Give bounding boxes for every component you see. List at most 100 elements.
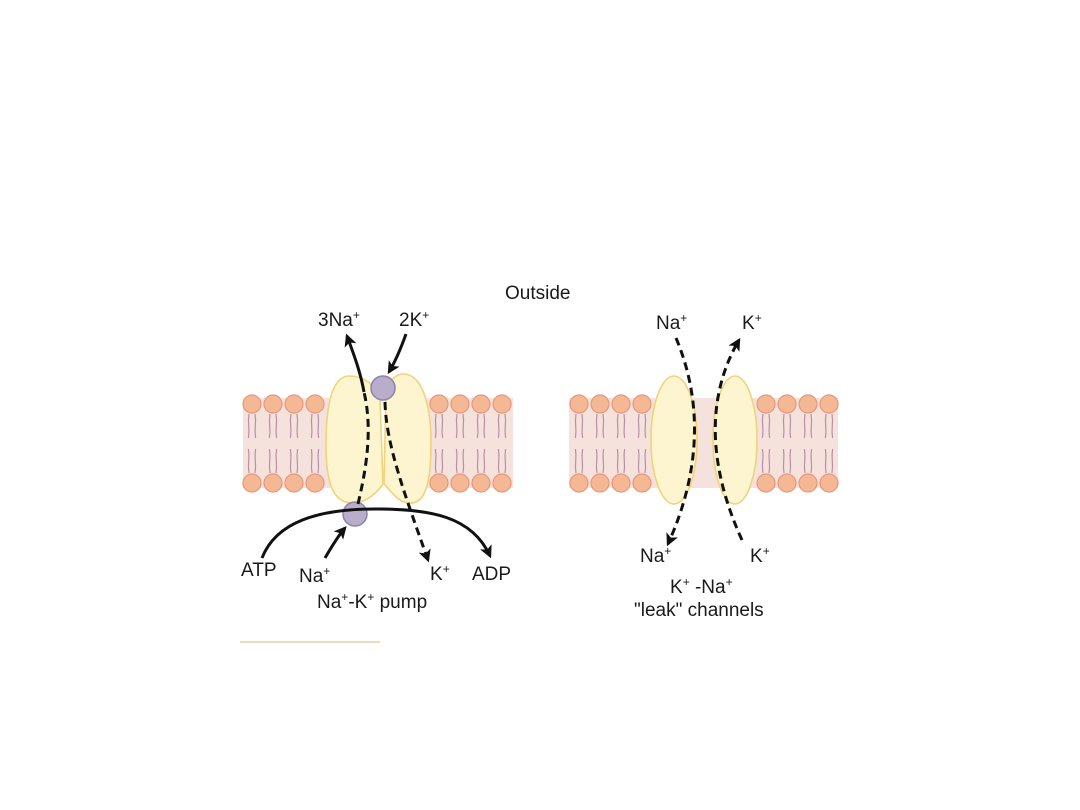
lipid-head [305,394,325,414]
leak-na-arrow [666,337,696,547]
lipid-head [471,473,491,493]
lipid-head [798,394,818,414]
lipid-tail [803,448,806,474]
lipid-tail [462,413,465,439]
adp-label: ADP [472,564,511,585]
lipid-tail [434,413,437,439]
lipid-tail [254,413,257,439]
lipid-head [450,394,470,414]
lipid-head [590,473,610,493]
lipid-tail [317,448,320,474]
na-in-arrow [323,526,347,559]
lipid-head [429,473,449,493]
lipid-tail [581,413,584,439]
lipid-head [611,394,631,414]
lipid-head [632,394,652,414]
lipid-tail [504,448,507,474]
lipid-head [242,394,262,414]
lipid-tail [824,413,827,439]
lipid-tail [247,448,250,474]
lipid-tail [761,448,764,474]
lipid-head [492,394,512,414]
lipid-tail [761,413,764,439]
lipid-tail [289,448,292,474]
lipid-tail [574,448,577,474]
leak-channel-left-lobe [650,375,698,505]
lipid-tail [616,413,619,439]
lipid-tail [637,448,640,474]
lipid-head [798,473,818,493]
lipid-head [819,394,839,414]
lipid-head [590,394,610,414]
lipid-tail [462,448,465,474]
lipid-head [611,473,631,493]
leak-title-line2: "leak" channels [634,600,764,621]
atp-label: ATP [241,560,277,581]
lipid-head [450,473,470,493]
lipid-tail [789,448,792,474]
lipid-tail [247,413,250,439]
pump-na-out-label: 3Na+ [318,308,360,331]
lipid-tail [768,413,771,439]
lipid-tail [268,448,271,474]
lipid-tail [254,448,257,474]
na-out-arrow-head [344,333,366,393]
lipid-tail [497,448,500,474]
leak-k-arrow [713,337,744,541]
lipid-head [242,473,262,493]
lipid-tail [310,413,313,439]
lipid-tail [602,413,605,439]
lipid-head [284,394,304,414]
lipid-tail [623,448,626,474]
lipid-tail [483,413,486,439]
lipid-tail [289,413,292,439]
lipid-tail [768,448,771,474]
leak-membrane-right [748,394,839,493]
lipid-head [305,473,325,493]
pump-membrane-right [425,394,513,493]
lipid-tail [574,413,577,439]
lipid-tail [268,413,271,439]
lipid-head [263,394,283,414]
leak-channel-right-lobe [712,375,758,505]
lipid-layer [756,394,839,493]
k-in-arrow-dashed [383,401,431,563]
leak-na-bottom-label: Na+ [640,544,671,567]
leak-k-bottom-label: K+ [750,544,770,567]
leak-k-top-label: K+ [742,311,762,334]
lipid-head [756,394,776,414]
lipid-tail [476,413,479,439]
pump-bottom-binding-site [342,501,368,527]
lipid-tail [810,448,813,474]
lipid-head [632,473,652,493]
membrane-band [569,398,664,488]
lipid-tail [296,413,299,439]
lipid-head [471,394,491,414]
lipid-tail [616,448,619,474]
lipid-head [569,473,589,493]
lipid-layer [429,394,512,493]
lipid-tail [595,448,598,474]
lipid-tail [483,448,486,474]
pump-k-in-label: 2K+ [399,308,429,331]
lipid-tail [623,413,626,439]
lipid-tail [824,448,827,474]
lipid-tail [637,413,640,439]
lipid-head [429,394,449,414]
lipid-tail [434,448,437,474]
lipid-tail [275,448,278,474]
na-k-pump-protein [325,373,432,527]
lipid-tail [441,448,444,474]
lipid-tail [782,413,785,439]
lipid-tail [789,413,792,439]
lipid-head [569,394,589,414]
lipid-tail [831,448,834,474]
leak-na-top-label: Na+ [656,311,687,334]
lipid-head [756,473,776,493]
lipid-tail [644,413,647,439]
lipid-layer [569,394,652,493]
lipid-layer [242,394,325,493]
lipid-tail [810,413,813,439]
lipid-tail [317,413,320,439]
